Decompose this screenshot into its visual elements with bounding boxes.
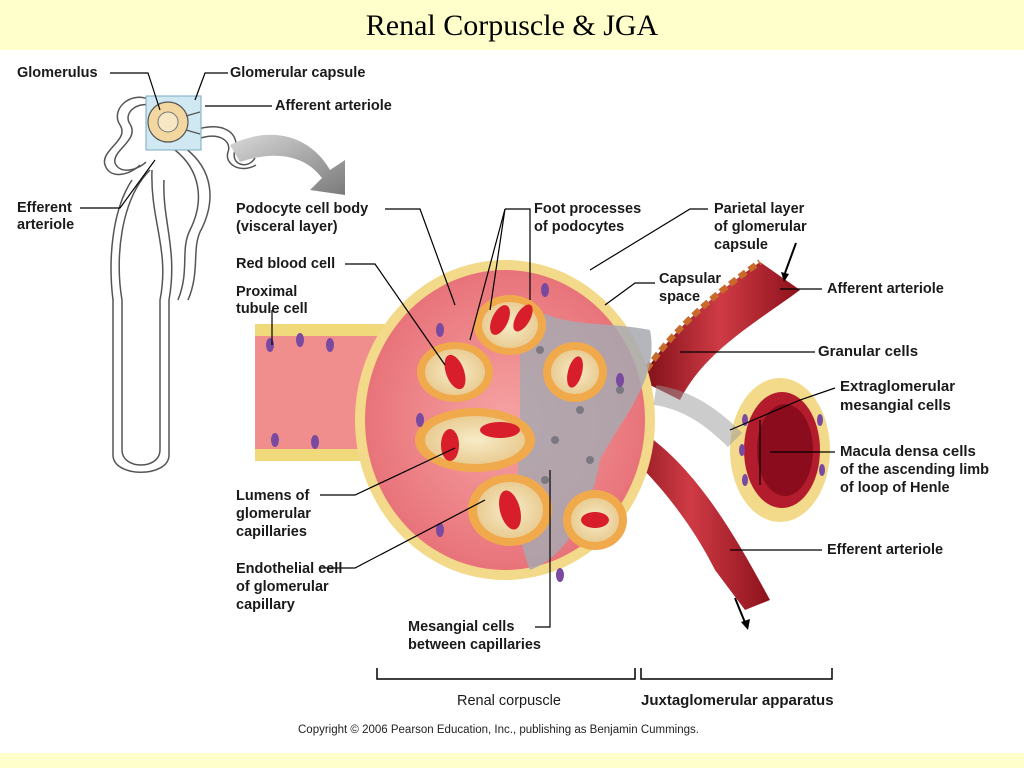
label-glomerular-capsule: Glomerular capsule xyxy=(230,65,366,81)
label-endothelial-1: Endothelial cell xyxy=(236,561,343,577)
label-efferent-arteriole-right: Efferent arteriole xyxy=(827,542,944,558)
label-mesangial-2: between capillaries xyxy=(408,637,541,653)
label-afferent-arteriole-right: Afferent arteriole xyxy=(827,281,944,297)
label-macula-densa-1: Macula densa cells xyxy=(840,443,976,460)
label-extraglomerular-2: mesangial cells xyxy=(840,397,951,414)
label-efferent-arteriole-left-2: arteriole xyxy=(17,217,75,233)
label-lumens-2: glomerular xyxy=(236,506,311,522)
label-efferent-arteriole-left-1: Efferent xyxy=(17,200,72,216)
label-parietal-2: of glomerular xyxy=(714,219,807,235)
copyright-notice: Copyright © 2006 Pearson Education, Inc.… xyxy=(298,724,699,736)
label-endothelial-2: of glomerular xyxy=(236,579,329,595)
leader-lines xyxy=(80,72,836,628)
label-mesangial-1: Mesangial cells xyxy=(408,619,515,635)
title-bar: Renal Corpuscle & JGA xyxy=(0,0,1024,50)
label-afferent-arteriole-top: Afferent arteriole xyxy=(275,98,392,114)
label-proximal-2: tubule cell xyxy=(236,301,308,317)
zoom-arrow xyxy=(230,134,345,195)
label-capsular-1: Capsular xyxy=(659,271,722,287)
label-endothelial-3: capillary xyxy=(236,597,295,613)
label-lumens-3: capillaries xyxy=(236,524,307,540)
capillaries xyxy=(415,295,627,550)
label-foot-processes-1: Foot processes xyxy=(534,201,642,217)
label-podocyte-2: (visceral layer) xyxy=(236,219,338,235)
label-extraglomerular-1: Extraglomerular xyxy=(840,378,956,395)
label-renal-corpuscle: Renal corpuscle xyxy=(457,693,561,709)
label-lumens-1: Lumens of xyxy=(236,488,310,504)
podocyte-nuclei xyxy=(416,283,624,582)
label-proximal-1: Proximal xyxy=(236,284,298,300)
efferent-arteriole-vessel xyxy=(610,430,770,610)
afferent-arteriole-vessel xyxy=(640,262,800,400)
slide-title: Renal Corpuscle & JGA xyxy=(365,9,659,42)
brackets xyxy=(376,668,833,680)
label-jga: Juxtaglomerular apparatus xyxy=(641,692,834,709)
nephron-outline xyxy=(103,96,257,473)
label-parietal-1: Parietal layer xyxy=(714,201,805,217)
loop-of-henle xyxy=(730,378,830,522)
label-macula-densa-3: of loop of Henle xyxy=(840,480,950,496)
label-capsular-2: space xyxy=(659,289,701,305)
bottom-strip xyxy=(0,753,1024,768)
label-granular-cells: Granular cells xyxy=(818,343,919,360)
label-macula-densa-2: of the ascending limb xyxy=(840,462,990,478)
label-parietal-3: capsule xyxy=(714,237,768,253)
label-red-blood-cell: Red blood cell xyxy=(236,256,336,272)
label-glomerulus: Glomerulus xyxy=(17,65,98,81)
label-foot-processes-2: of podocytes xyxy=(534,219,625,235)
label-podocyte-1: Podocyte cell body xyxy=(236,201,369,217)
